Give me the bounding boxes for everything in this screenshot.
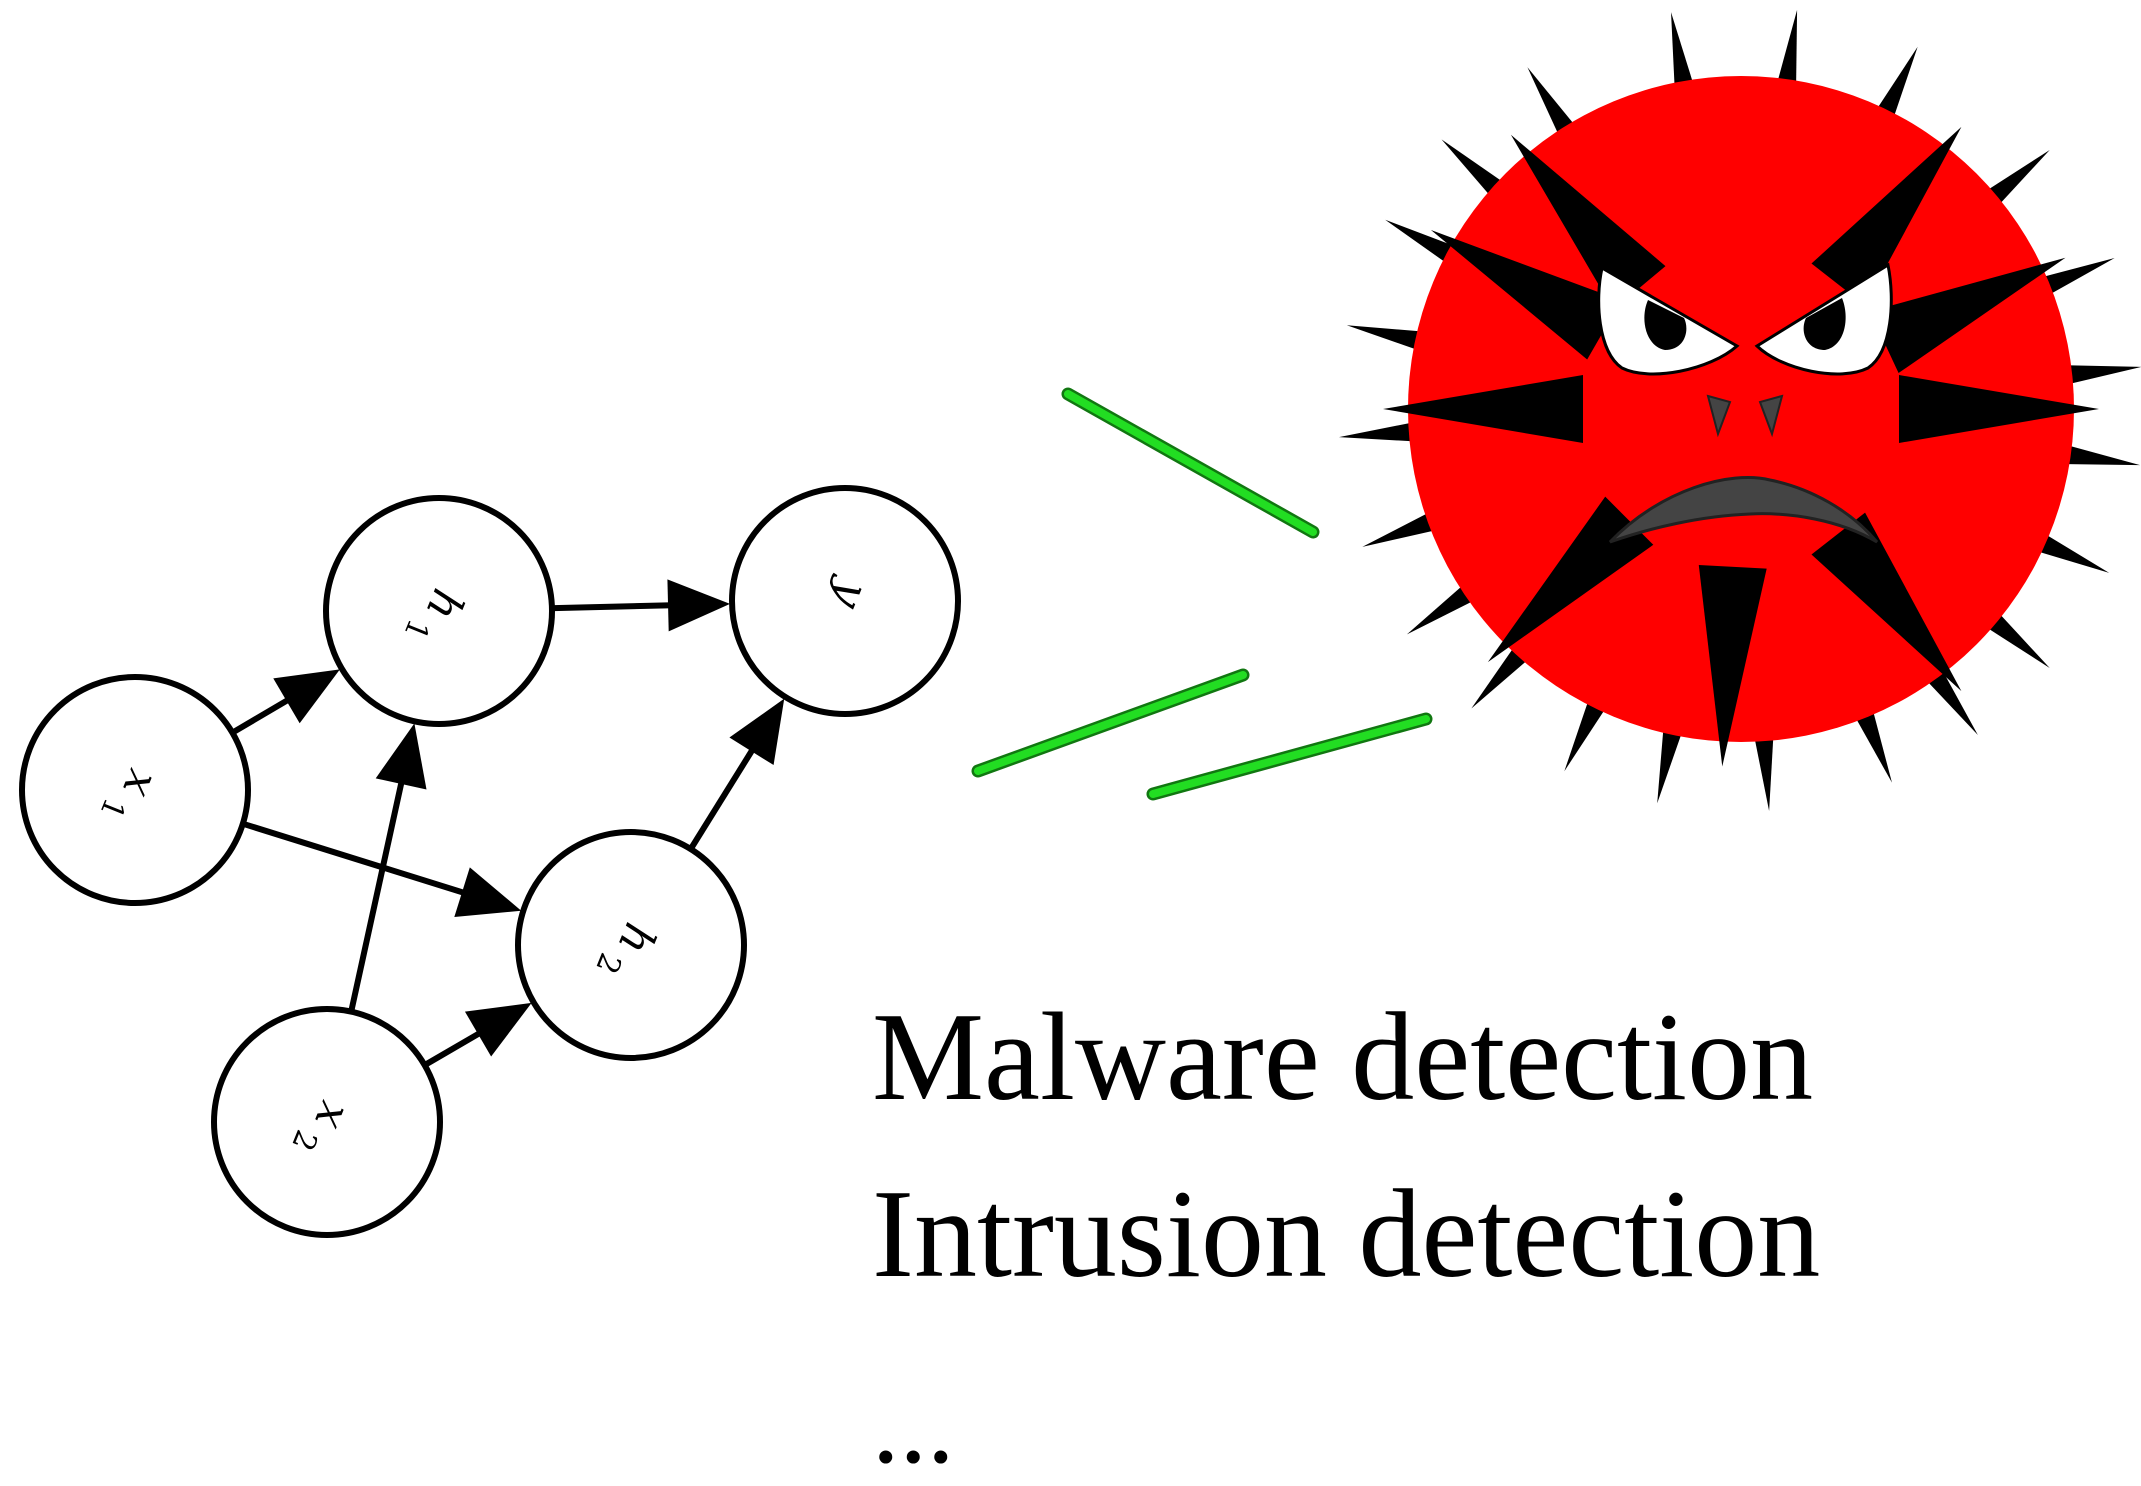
arrowhead-icon <box>729 698 785 766</box>
spike-icon <box>1811 126 1962 306</box>
edge-h2-y <box>689 698 785 849</box>
spike-icon <box>1869 257 2066 374</box>
node-h1: h1 <box>323 495 555 727</box>
spike-icon <box>1698 565 1767 767</box>
arrowhead-icon <box>667 579 731 632</box>
network-edges <box>232 579 785 1067</box>
caption-intrusion-detection: Intrusion detection <box>872 1165 1821 1304</box>
arrowhead-icon <box>464 1002 532 1057</box>
edge-h1-y <box>553 579 731 632</box>
spike-icon <box>1899 375 2099 443</box>
motion-streak <box>971 668 1250 778</box>
spike-icon <box>1383 375 1583 443</box>
motion-streaks <box>971 387 1433 801</box>
caption-malware-detection: Malware detection <box>872 988 1814 1127</box>
edge-x2-h2 <box>424 1002 532 1067</box>
angry-eyes-icon <box>1597 262 1893 376</box>
spike-icon <box>1811 512 1962 692</box>
nose-icon <box>1706 394 1784 438</box>
node-h2: h2 <box>515 829 747 1061</box>
spike-icon <box>1510 134 1666 310</box>
edge-x1-h1 <box>232 669 340 735</box>
angry-virus-icon <box>1338 9 2141 812</box>
edge-x2-h1 <box>348 723 427 1011</box>
motion-streak <box>1061 387 1320 539</box>
frown-mouth-icon <box>1608 476 1879 544</box>
network-nodes: x1 x2 h1 h2 y <box>19 485 961 1238</box>
arrowhead-icon <box>273 669 340 724</box>
arrowhead-icon <box>375 723 427 790</box>
node-x1: x1 <box>19 674 251 906</box>
node-y: y <box>729 485 961 717</box>
caption-ellipsis: ... <box>872 1364 955 1486</box>
edge-x1-h2 <box>243 821 522 918</box>
node-x2: x2 <box>211 1006 443 1238</box>
arrowhead-icon <box>454 867 522 918</box>
spike-icon <box>1430 230 1622 360</box>
motion-streak <box>1146 712 1433 801</box>
